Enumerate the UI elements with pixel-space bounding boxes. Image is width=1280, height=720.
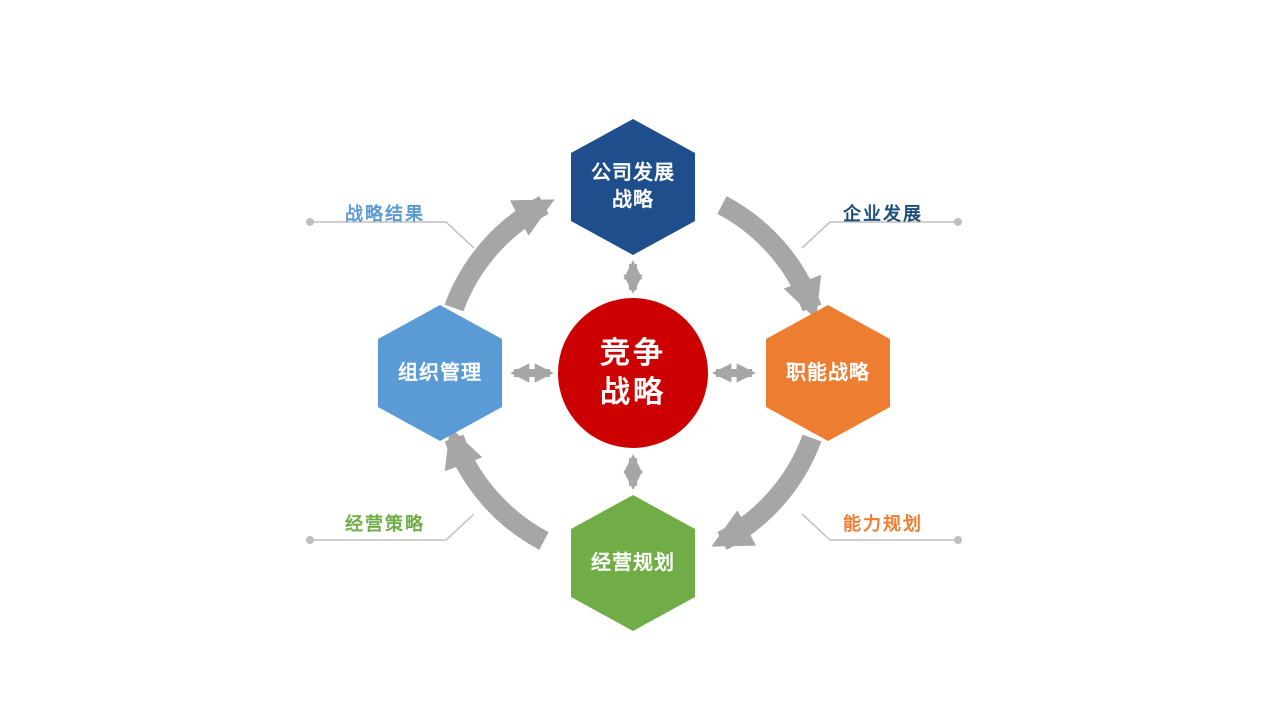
leader-line-bottom-left (310, 513, 475, 541)
node-functional-strategy: 职能战略 (766, 305, 890, 441)
node-label: 经营规划 (591, 551, 675, 574)
node-company-development-strategy: 公司发展 战略 (571, 119, 695, 255)
center-node-competitive-strategy: 竞争 战略 (558, 298, 708, 448)
callout-capability-planning: 能力规划 (843, 514, 923, 534)
callout-operating-tactics: 经营策略 (345, 514, 425, 534)
leader-dot-bottom-left (306, 536, 314, 544)
node-label: 公司发展 (591, 162, 675, 184)
cycle-arrow-bottom-right (711, 434, 822, 550)
callout-strategy-results: 战略结果 (345, 204, 425, 224)
node-label: 组织管理 (398, 361, 482, 384)
center-node-label: 战略 (600, 376, 666, 409)
callout-enterprise-development: 企业发展 (843, 204, 923, 224)
leader-line-top-left (310, 221, 475, 249)
leader-line-bottom-right (801, 513, 958, 541)
cycle-arrow-bottom-left (444, 426, 549, 550)
leader-dot-bottom-right (954, 536, 962, 544)
center-node-label: 竞争 (600, 337, 666, 370)
leader-line-top-right (801, 221, 958, 249)
leader-dot-top-right (954, 218, 962, 226)
node-business-planning: 经营规划 (571, 495, 695, 631)
cycle-arrow-top-left (444, 196, 555, 312)
node-label: 职能战略 (786, 361, 870, 384)
cycle-arrow-top-right (717, 196, 822, 320)
node-label: 战略 (612, 189, 654, 211)
leader-dot-top-left (306, 218, 314, 226)
